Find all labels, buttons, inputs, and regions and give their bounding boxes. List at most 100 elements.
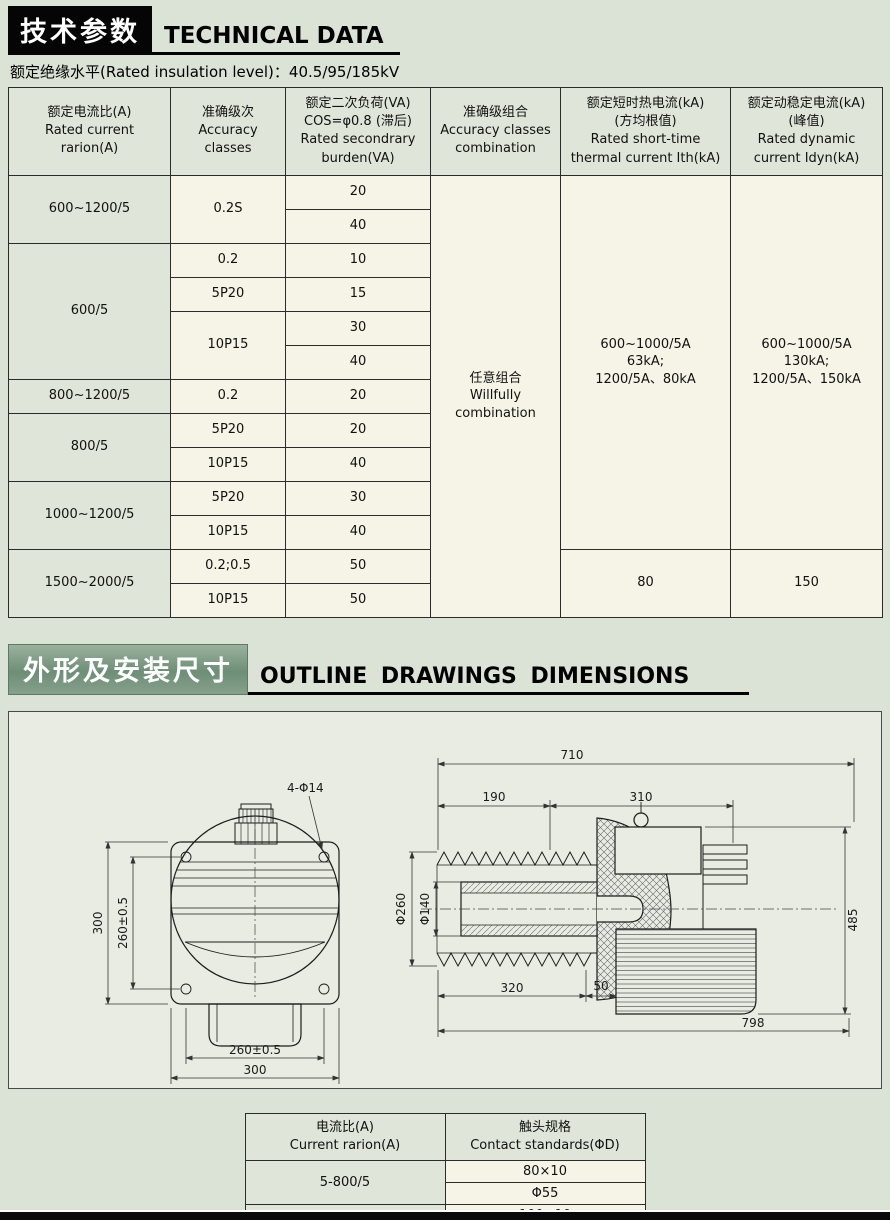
- burden-cell: 40: [285, 344, 431, 380]
- dim-phi140: Φ140: [418, 893, 432, 925]
- dim-190: 190: [483, 790, 506, 804]
- contact-standards-table: 电流比(A) Current rarion(A) 触头规格 Contact st…: [244, 1112, 646, 1220]
- table-row: 5P20 15: [9, 276, 883, 312]
- primary-terminal-box: [614, 826, 702, 875]
- technical-data-table: 额定电流比(A) Rated current rarion(A) 准确级次 Ac…: [8, 87, 883, 618]
- burden-cell: 40: [285, 514, 431, 550]
- table-row: 10P15 40: [9, 514, 883, 550]
- header-accuracy-combination: 准确级组合 Accuracy classes combination: [430, 87, 561, 176]
- header-current-ratio: 电流比(A) Current rarion(A): [244, 1112, 446, 1162]
- dimension-labels: 710 190 310 4-Φ14 300 260±0.5 Φ260 Φ140 …: [91, 748, 860, 1077]
- section2-title-zh: 外形及安装尺寸: [8, 643, 248, 695]
- table-row: 600~1200/5 0.2S 20 任意组合 Willfully combin…: [8, 174, 883, 618]
- insulation-level-note: 额定绝缘水平(Rated insulation level)：40.5/95/1…: [10, 63, 400, 81]
- section2-title-en: OUTLINE DRAWINGS DIMENSIONS: [248, 644, 750, 695]
- accuracy-class-cell: 10P15: [170, 310, 286, 380]
- accuracy-class-cell: 0.2;0.5: [170, 548, 286, 584]
- header-rated-current-ratio: 额定电流比(A) Rated current rarion(A): [8, 87, 171, 176]
- dim-260-horizontal: 260±0.5: [229, 1043, 281, 1057]
- current-ratio-cell: 5-800/5: [244, 1160, 446, 1206]
- table-row: 10P15 30: [9, 310, 883, 380]
- lower-window: [184, 941, 326, 958]
- rated-current-ratio-cell: 800/5: [8, 412, 171, 482]
- burden-cell: 30: [285, 480, 431, 516]
- burden-cell: 50: [285, 582, 431, 618]
- contact-spec-cell: Φ55: [444, 1182, 646, 1206]
- top-terminal: [234, 803, 278, 845]
- thermal-current-cell: 600~1000/5A 63kA; 1200/5A、80kA: [560, 174, 731, 550]
- dimension-lines: [105, 757, 855, 1084]
- table-row: Φ55: [245, 1182, 646, 1206]
- header-row: 电流比(A) Current rarion(A) 触头规格 Contact st…: [244, 1112, 646, 1162]
- accuracy-class-cell: 5P20: [170, 480, 286, 516]
- table-row: 1500~2000/5 0.2;0.5 50 80 150: [8, 548, 883, 618]
- dim-798: 798: [742, 1016, 765, 1030]
- dim-bolt-callout: 4-Φ14: [287, 781, 324, 795]
- rated-current-ratio-cell: 600/5: [8, 242, 171, 380]
- dynamic-current-cell: 600~1000/5A 130kA; 1200/5A、150kA: [730, 174, 883, 550]
- rated-current-ratio-cell: 1000~1200/5: [8, 480, 171, 550]
- burden-cell: 50: [285, 548, 431, 584]
- header-dynamic-current: 额定动稳定电流(kA) (峰值) Rated dynamic current I…: [730, 87, 883, 176]
- combination-cell: 任意组合 Willfully combination: [430, 174, 561, 618]
- accuracy-class-cell: 0.2: [170, 378, 286, 414]
- dim-320: 320: [501, 981, 524, 995]
- header-row: 额定电流比(A) Rated current rarion(A) 准确级次 Ac…: [8, 87, 883, 176]
- dim-300-horizontal: 300: [244, 1063, 267, 1077]
- page-footer-bar: [0, 1210, 890, 1220]
- accuracy-class-cell: 10P15: [170, 582, 286, 618]
- front-flange: [170, 841, 340, 1005]
- dim-50: 50: [593, 979, 608, 993]
- dim-485: 485: [846, 908, 860, 931]
- accuracy-class-cell: 0.2: [170, 242, 286, 278]
- dim-phi260: Φ260: [394, 893, 408, 925]
- dim-710: 710: [561, 748, 584, 762]
- side-view: [436, 801, 757, 1015]
- thermal-current-cell: 80: [560, 548, 731, 618]
- accuracy-class-cell: 10P15: [170, 446, 286, 482]
- outline-drawing-panel: 710 190 310 4-Φ14 300 260±0.5 Φ260 Φ140 …: [8, 710, 882, 1089]
- section2-header: 外形及安装尺寸 OUTLINE DRAWINGS DIMENSIONS: [8, 643, 882, 695]
- table-row: 40: [9, 208, 883, 244]
- table-row: 5-800/5 80×10: [244, 1160, 646, 1206]
- header-thermal-current: 额定短时热电流(kA) (方均根值) Rated short-time ther…: [560, 87, 731, 176]
- burden-cell: 40: [285, 446, 431, 482]
- burden-cell: 20: [285, 378, 431, 414]
- accuracy-class-cell: 0.2S: [170, 174, 286, 244]
- burden-cell: 30: [285, 310, 431, 346]
- burden-cell: 20: [285, 412, 431, 448]
- outline-drawing-svg: 710 190 310 4-Φ14 300 260±0.5 Φ260 Φ140 …: [91, 748, 860, 1084]
- dim-300-vertical: 300: [91, 911, 105, 934]
- header-contact-standards: 触头规格 Contact standards(ΦD): [444, 1112, 646, 1162]
- bellows: [436, 850, 597, 967]
- table-row: 800~1200/5 0.2 20: [8, 378, 883, 414]
- table-row: 10P15 50: [9, 582, 883, 618]
- header-rated-burden: 额定二次负荷(VA) COS=φ0.8 (滞后) Rated secondrar…: [285, 87, 431, 176]
- accuracy-class-cell: 10P15: [170, 514, 286, 550]
- dim-260-vertical: 260±0.5: [116, 897, 130, 949]
- top-bushing: [633, 812, 649, 828]
- rated-current-ratio-cell: 600~1200/5: [8, 174, 171, 244]
- table-row: 800/5 5P20 20: [8, 412, 883, 482]
- table-row: 1000~1200/5 5P20 30: [8, 480, 883, 550]
- rated-current-ratio-cell: 800~1200/5: [8, 378, 171, 414]
- accuracy-class-cell: 5P20: [170, 412, 286, 448]
- rated-current-ratio-cell: 1500~2000/5: [8, 548, 171, 618]
- front-base-box: [208, 1003, 302, 1047]
- section1-title-zh: 技术参数: [8, 6, 152, 55]
- center-lines: [254, 809, 839, 1000]
- table-row: 40: [9, 344, 883, 380]
- dim-310: 310: [630, 790, 653, 804]
- header-accuracy-classes: 准确级次 Accuracy classes: [170, 87, 286, 176]
- burden-cell: 15: [285, 276, 431, 312]
- section1-title-en: TECHNICAL DATA: [152, 6, 400, 55]
- right-fins: [702, 844, 748, 885]
- contact-spec-cell: 80×10: [444, 1160, 646, 1184]
- dynamic-current-cell: 150: [730, 548, 883, 618]
- secondary-terminal-box: [615, 928, 757, 1015]
- burden-cell: 20: [285, 174, 431, 210]
- burden-cell: 40: [285, 208, 431, 244]
- section1-header: 技术参数 TECHNICAL DATA: [8, 6, 882, 55]
- burden-cell: 10: [285, 242, 431, 278]
